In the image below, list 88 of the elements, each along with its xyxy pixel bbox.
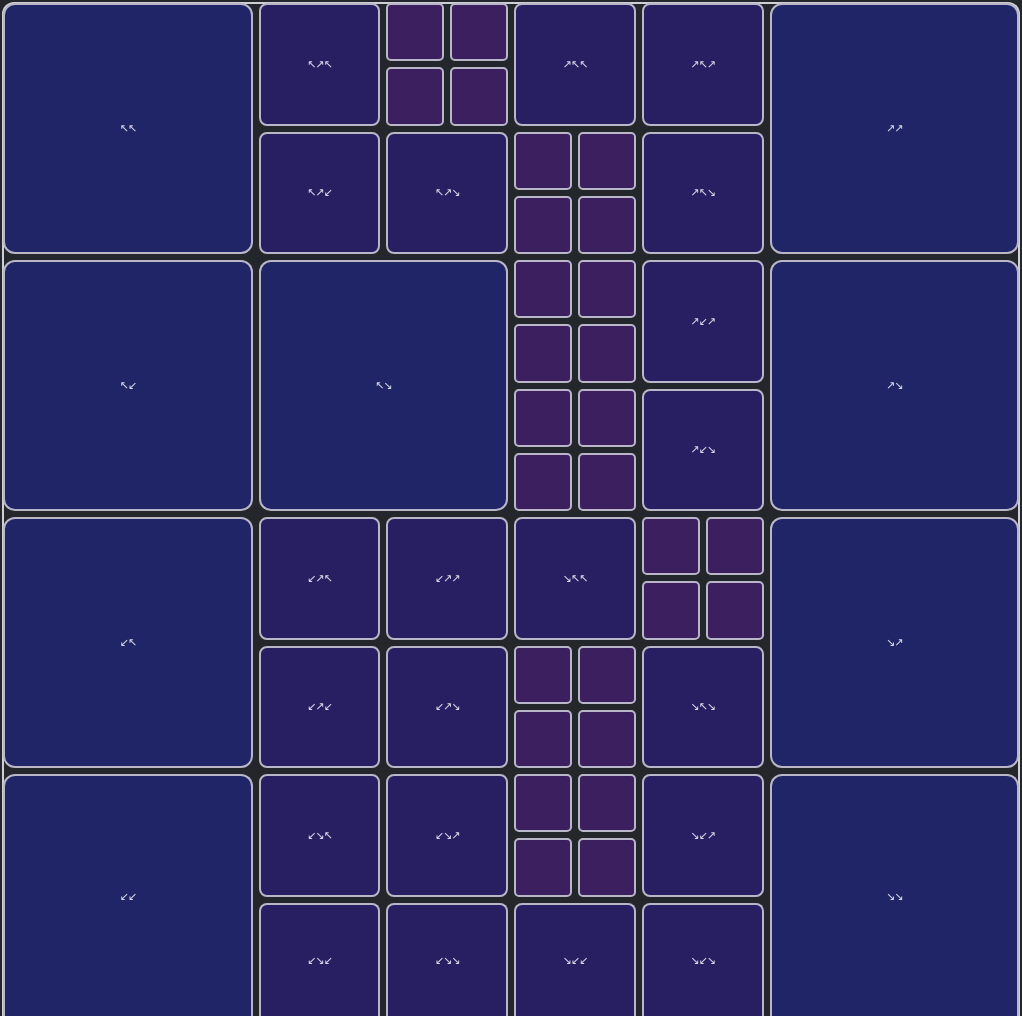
grid-cell — [705, 517, 764, 576]
grid-cell — [514, 324, 572, 383]
grid-cell — [641, 581, 700, 640]
grid-cell — [514, 774, 572, 833]
grid-cell — [386, 517, 508, 640]
cell-label: ↙↘↘ — [434, 953, 460, 967]
grid-cell — [514, 452, 572, 511]
grid-cell — [577, 774, 636, 833]
grid-cell — [258, 645, 381, 768]
grid-cell — [577, 260, 636, 319]
grid-cell — [769, 3, 1019, 254]
grid-cell — [577, 324, 636, 383]
grid-cell — [3, 260, 253, 511]
grid-cell — [641, 260, 764, 383]
grid-cell — [514, 709, 572, 768]
grid-cell — [258, 902, 381, 1016]
cell-label: ↘↗ — [886, 636, 903, 649]
grid-cell — [386, 67, 445, 126]
grid-cell — [514, 131, 572, 190]
grid-cell — [641, 645, 764, 768]
grid-cell — [514, 517, 636, 640]
cell-label: ↙↙ — [119, 889, 136, 903]
cell-label: ↖↗↙ — [307, 186, 332, 200]
cell-label: ↗↗ — [886, 122, 903, 135]
grid-cell — [514, 838, 572, 897]
grid-cell — [3, 3, 253, 254]
grid-cell — [258, 131, 381, 254]
grid-cell — [641, 902, 764, 1016]
grid-cell — [641, 517, 700, 576]
grid-cell — [769, 517, 1019, 768]
grid-cell — [258, 3, 381, 126]
cell-label: ↘↙↗ — [690, 828, 715, 842]
grid-cell — [258, 774, 381, 897]
cell-label: ↙↘↙ — [307, 953, 332, 967]
grid-cell — [769, 260, 1019, 511]
cell-label: ↘↙↘ — [690, 953, 715, 967]
cell-label: ↙↗↘ — [434, 700, 460, 714]
cell-label: ↙↖ — [119, 636, 136, 649]
cell-label: ↗↙↗ — [690, 314, 715, 328]
cell-label: ↙↘↖ — [307, 828, 332, 842]
grid-cell — [386, 131, 508, 254]
grid-cell — [577, 131, 636, 190]
grid-cell — [386, 3, 445, 62]
cell-label: ↗↖↗ — [690, 57, 715, 71]
cell-label: ↙↗↙ — [307, 700, 332, 714]
grid-cell — [641, 3, 764, 126]
cell-label: ↙↗↖ — [307, 571, 332, 585]
grid-cell — [641, 388, 764, 511]
grid-cell — [3, 774, 253, 1016]
grid-cell — [514, 3, 636, 126]
cell-label: ↗↖↖ — [562, 57, 588, 71]
grid-cell — [577, 195, 636, 254]
cell-label: ↗↙↘ — [690, 443, 715, 457]
grid-cell — [386, 645, 508, 768]
grid-cell — [641, 131, 764, 254]
cell-label: ↖↘ — [375, 379, 392, 392]
cell-label: ↘↘ — [886, 889, 903, 903]
cell-label: ↗↖↘ — [690, 186, 715, 200]
grid-cell — [386, 902, 508, 1016]
cell-label: ↖↙ — [119, 379, 136, 392]
grid-cell — [514, 902, 636, 1016]
grid-cell — [577, 645, 636, 704]
cell-label: ↖↗↖ — [307, 57, 332, 71]
grid-cell — [514, 195, 572, 254]
grid-cell — [514, 645, 572, 704]
grid-cell — [450, 3, 508, 62]
cell-label: ↙↗↗ — [434, 571, 460, 585]
grid-cell — [450, 67, 508, 126]
grid-cell — [258, 517, 381, 640]
cell-label: ↖↖ — [119, 122, 136, 135]
grid-cell — [386, 774, 508, 897]
grid-cell — [641, 774, 764, 897]
grid-cell — [705, 581, 764, 640]
grid-cell — [577, 709, 636, 768]
grid-cell — [577, 452, 636, 511]
grid-cell — [769, 774, 1019, 1016]
grid-cell — [577, 388, 636, 447]
grid-cell — [258, 260, 508, 511]
grid-cell — [514, 260, 572, 319]
grid-cell — [3, 517, 253, 768]
grid-cell — [514, 388, 572, 447]
cell-label: ↙↘↗ — [434, 828, 460, 842]
cell-label: ↘↙↙ — [562, 953, 588, 967]
grid-cell — [577, 838, 636, 897]
cell-label: ↖↗↘ — [434, 186, 460, 200]
cell-label: ↗↘ — [886, 379, 903, 392]
cell-label: ↘↖↘ — [690, 700, 715, 714]
cell-label: ↘↖↖ — [562, 571, 588, 585]
